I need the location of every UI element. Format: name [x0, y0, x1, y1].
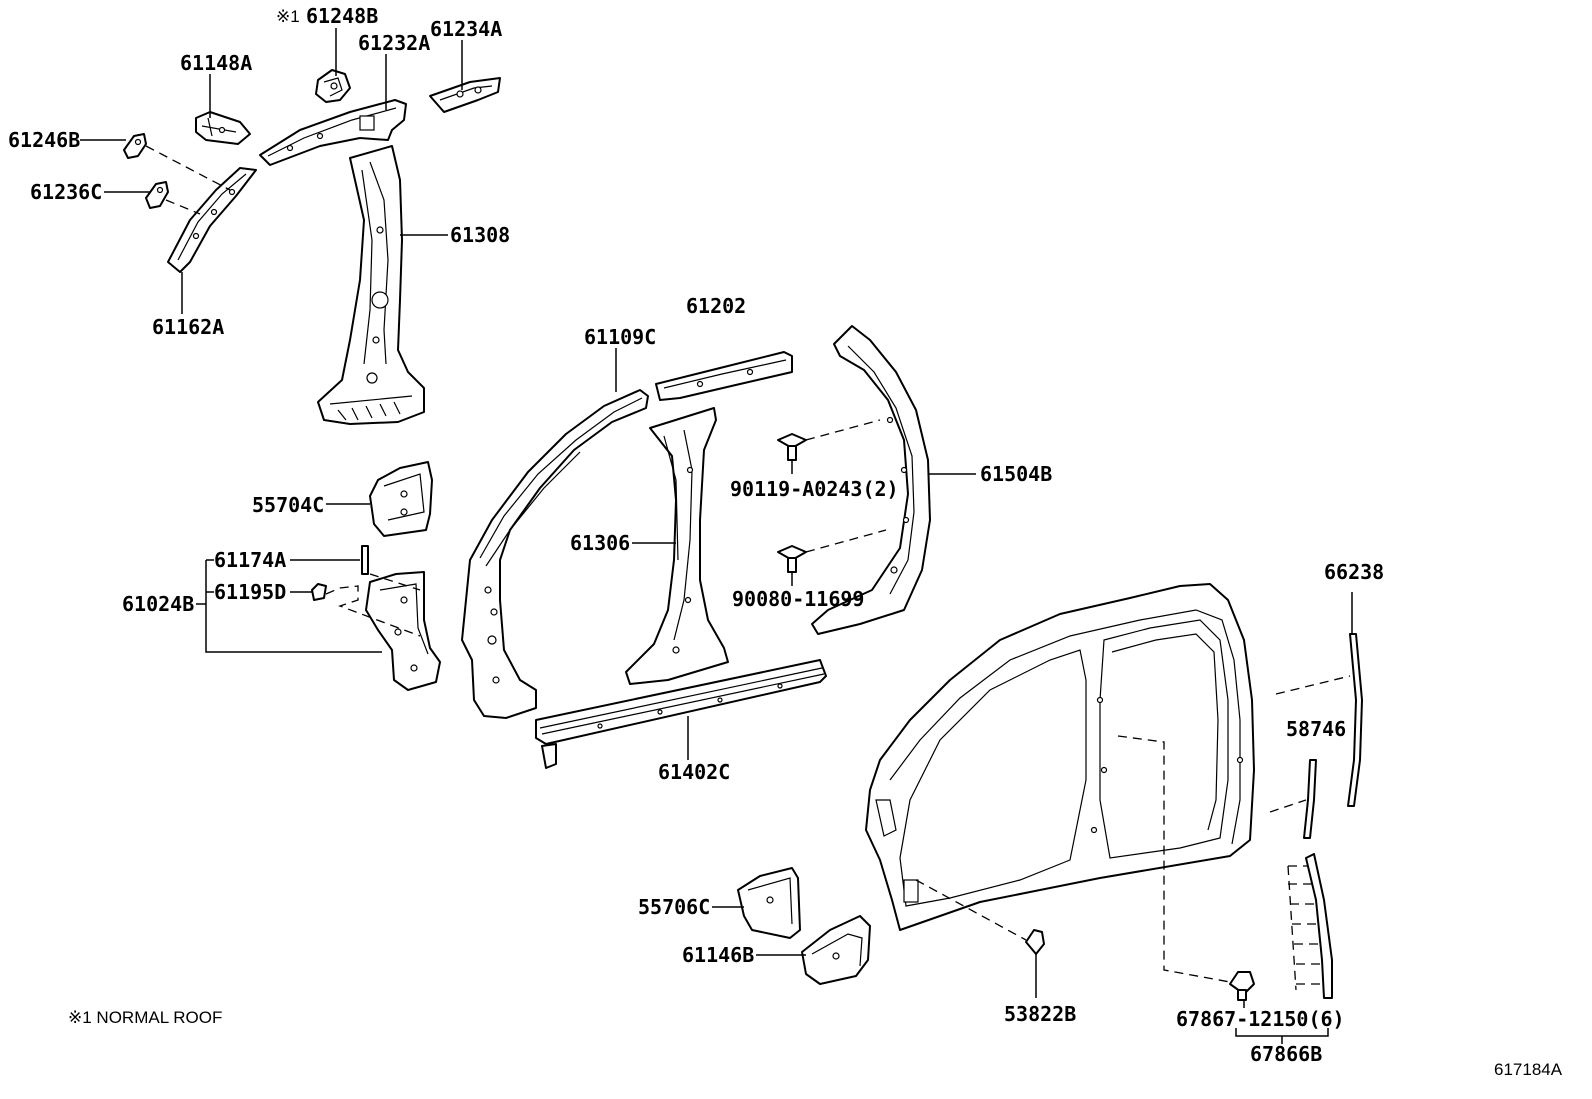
label-61174A: 61174A — [214, 548, 286, 572]
label-61148A: 61148A — [180, 51, 252, 75]
label-61024B: 61024B — [122, 592, 194, 616]
part-61162A-drawing — [167, 167, 257, 273]
label-55706C: 55706C — [638, 895, 710, 919]
bolt-90080-drawing — [777, 545, 807, 573]
label-61162A: 61162A — [152, 315, 224, 339]
label-61236C: 61236C — [30, 180, 102, 204]
label-61248B: 61248B — [306, 4, 378, 28]
part-61308-drawing — [317, 145, 425, 425]
footnote: ※1 NORMAL ROOF — [68, 1008, 222, 1027]
label-90119-A0243: 90119-A0243(2) — [730, 477, 899, 501]
label-61195D: 61195D — [214, 580, 286, 604]
assembly-lines — [145, 145, 1351, 991]
label-66238: 66238 — [1324, 560, 1384, 584]
label-61146B: 61146B — [682, 943, 754, 967]
label-61402C: 61402C — [658, 760, 730, 784]
label-55704C: 55704C — [252, 493, 324, 517]
part-61402C-drawing — [535, 659, 827, 769]
label-61306: 61306 — [570, 531, 630, 555]
label-67866B: 67866B — [1250, 1042, 1322, 1066]
label-61504B: 61504B — [980, 462, 1052, 486]
part-61232A-drawing — [259, 99, 407, 166]
part-61234A-drawing — [429, 77, 501, 113]
label-53822B: 53822B — [1004, 1002, 1076, 1026]
part-55706C-drawing — [737, 867, 801, 939]
part-61109C-drawing — [461, 389, 649, 719]
part-61148A-drawing — [195, 111, 251, 145]
label-58746: 58746 — [1286, 717, 1346, 741]
part-61146B-drawing — [801, 915, 871, 985]
part-labels: ※1 61248B 61232A 61234A 61148A 61246B 61… — [8, 4, 1563, 1079]
label-61246B: 61246B — [8, 128, 80, 152]
label-61232A: 61232A — [358, 31, 430, 55]
normal-roof-mark: ※1 — [276, 7, 300, 26]
label-61234A: 61234A — [430, 17, 502, 41]
part-body-side-outer-drawing — [865, 583, 1255, 931]
bolt-90119-drawing — [777, 433, 807, 461]
part-55704C-drawing — [369, 461, 433, 537]
label-90080-11699: 90080-11699 — [732, 587, 864, 611]
part-61306-drawing — [625, 407, 729, 685]
part-53822B-drawing — [1025, 929, 1045, 955]
part-61024B-drawing — [365, 571, 441, 691]
part-61174A-drawing — [361, 545, 369, 575]
figure-id: 617184A — [1494, 1060, 1563, 1079]
part-67867-drawing — [1229, 971, 1255, 1001]
part-58746-drawing — [1303, 759, 1317, 839]
label-67867-12150: 67867-12150(6) — [1176, 1007, 1345, 1031]
leader-lines — [80, 28, 1353, 1044]
part-61195D-drawing — [311, 583, 327, 601]
label-61308: 61308 — [450, 223, 510, 247]
part-61246B-drawing — [123, 133, 147, 159]
part-61248B-drawing — [315, 69, 351, 103]
part-66238-drawing — [1347, 633, 1363, 807]
label-61202: 61202 — [686, 294, 746, 318]
part-61202-drawing — [655, 351, 793, 401]
label-61109C: 61109C — [584, 325, 656, 349]
part-67866B-drawing — [1305, 853, 1333, 999]
part-61236C-drawing — [145, 181, 169, 209]
part-61504B-drawing — [811, 325, 931, 635]
